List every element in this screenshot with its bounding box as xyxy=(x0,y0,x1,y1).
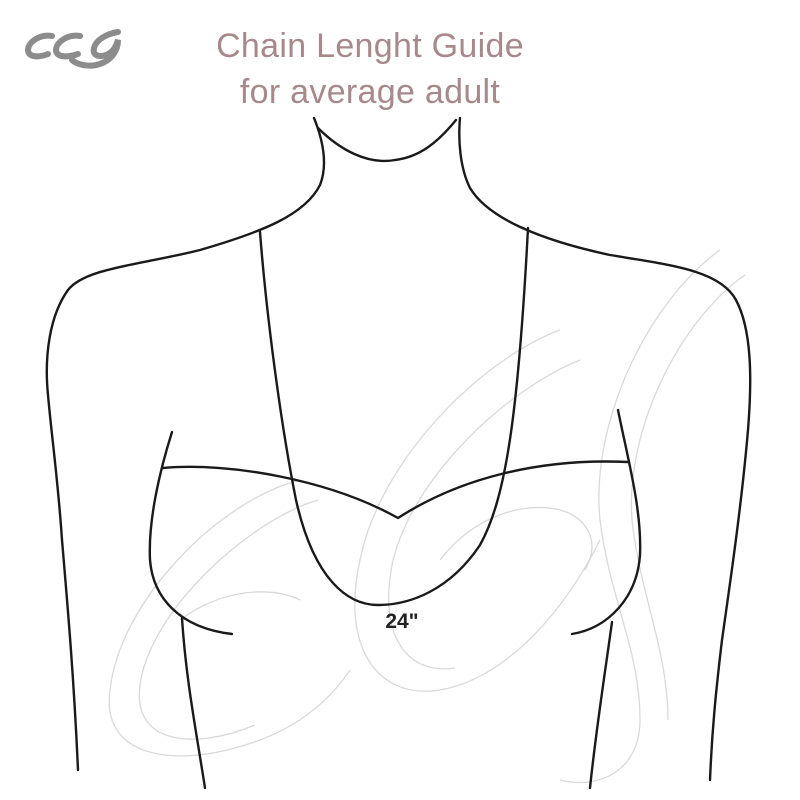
watermark-stroke xyxy=(108,479,351,757)
watermark-stroke xyxy=(630,274,746,721)
chain-length-label: 24" xyxy=(385,610,419,633)
right-torso-side-line xyxy=(588,620,614,790)
watermark-stroke xyxy=(559,249,721,784)
watermark-stroke xyxy=(439,506,593,571)
page-title: Chain Lenght Guide xyxy=(216,27,524,65)
chain-line xyxy=(258,226,530,607)
bust-top-line xyxy=(161,460,630,520)
right-bust-line xyxy=(570,408,642,636)
watermark-stroke xyxy=(138,499,319,740)
neck-notch-line xyxy=(316,118,458,163)
page-subtitle: for average adult xyxy=(239,73,501,111)
left-torso-side-line xyxy=(180,616,207,790)
left-bust-line xyxy=(148,430,234,636)
right-neck-shoulder-arm-line xyxy=(458,116,752,782)
watermark-stroke xyxy=(354,329,601,692)
watermark-stroke xyxy=(179,591,301,621)
left-neck-shoulder-arm-line xyxy=(45,116,326,772)
cg-logo-icon xyxy=(24,29,121,69)
